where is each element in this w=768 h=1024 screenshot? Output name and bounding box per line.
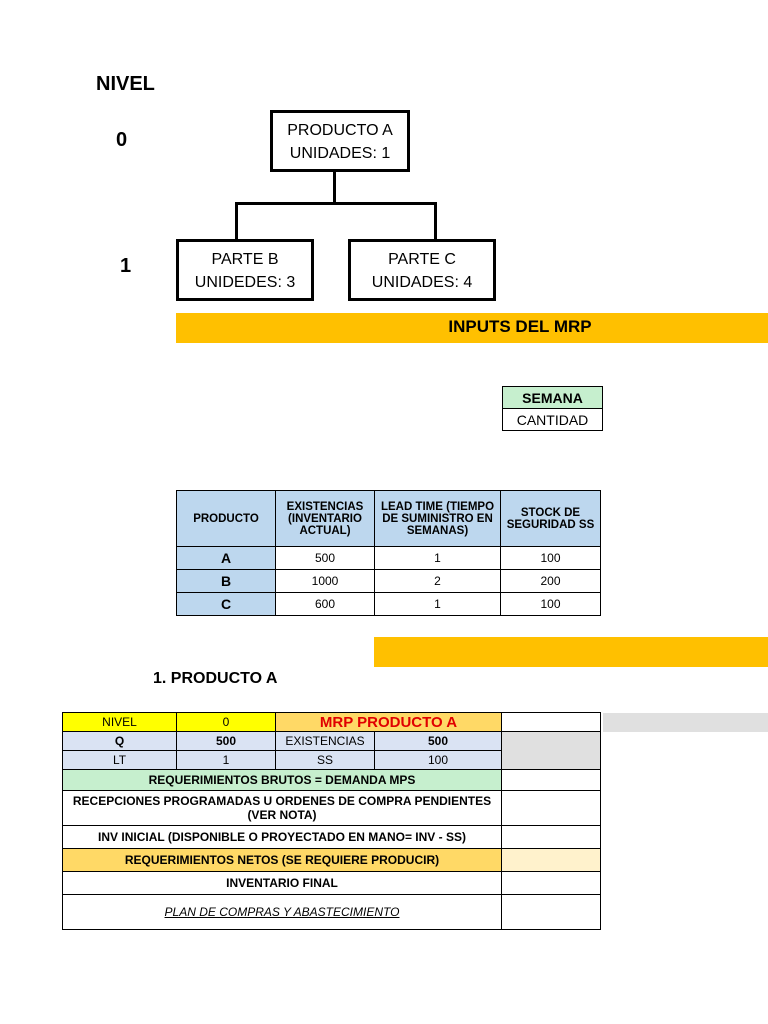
- lead-time-cell: 2: [374, 569, 501, 593]
- tree-node-producto-a: PRODUCTO A UNIDADES: 1: [270, 110, 410, 172]
- tree-node-parte-b: PARTE B UNIDEDES: 3: [176, 239, 314, 301]
- level-0-label: 0: [116, 129, 128, 151]
- nivel-label: NIVEL: [62, 712, 177, 732]
- level-1-label: 1: [120, 255, 132, 277]
- tree-connector: [235, 202, 238, 240]
- table-row: B 1000 2 200: [176, 569, 601, 593]
- row-label: INV INICIAL (DISPONIBLE O PROYECTADO EN …: [62, 825, 502, 849]
- value-cell: [501, 871, 601, 895]
- value-cell: [501, 769, 601, 791]
- node-line: UNIDADES: 4: [371, 274, 473, 291]
- mrp-title: MRP PRODUCTO A: [275, 712, 502, 732]
- ss-label: SS: [275, 750, 375, 770]
- column-header: STOCK DE SEGURIDAD SS: [500, 490, 601, 547]
- inputs-title: INPUTS DEL MRP: [448, 317, 592, 336]
- inventory-table: PRODUCTO EXISTENCIAS (INVENTARIO ACTUAL)…: [176, 490, 601, 616]
- safety-stock-cell: 100: [500, 592, 601, 616]
- tree-connector: [333, 172, 336, 204]
- row-label: REQUERIMIENTOS BRUTOS = DEMANDA MPS: [62, 769, 502, 791]
- row-label: INVENTARIO FINAL: [62, 871, 502, 895]
- row-label: REQUERIMIENTOS NETOS (SE REQUIERE PRODUC…: [62, 848, 502, 872]
- nivel-heading: NIVEL: [96, 73, 155, 95]
- tree-connector: [235, 202, 437, 205]
- node-line: PARTE B: [211, 251, 279, 268]
- column-header: EXISTENCIAS (INVENTARIO ACTUAL): [275, 490, 375, 547]
- stock-cell: 600: [275, 592, 375, 616]
- tree-node-parte-c: PARTE C UNIDADES: 4: [348, 239, 496, 301]
- inputs-band: [176, 313, 768, 343]
- column-header: PRODUCTO: [176, 490, 276, 547]
- q-value: 500: [176, 731, 276, 751]
- mrp-row-scheduled-receipts: RECEPCIONES PROGRAMADAS U ORDENES DE COM…: [62, 790, 601, 826]
- product-cell: C: [176, 592, 276, 616]
- quantity-label: CANTIDAD: [502, 408, 603, 431]
- existencias-value: 500: [374, 731, 502, 751]
- value-cell: [501, 848, 601, 872]
- week-cell: [501, 712, 601, 732]
- lt-label: LT: [62, 750, 177, 770]
- safety-stock-cell: 100: [500, 546, 601, 570]
- section-band: [374, 637, 768, 667]
- value-cell: [501, 790, 601, 826]
- node-line: PRODUCTO A: [287, 122, 393, 139]
- stock-cell: 1000: [275, 569, 375, 593]
- header-strip: [603, 713, 768, 732]
- lead-time-cell: 1: [374, 546, 501, 570]
- q-label: Q: [62, 731, 177, 751]
- value-cell: [501, 894, 601, 930]
- column-header: LEAD TIME (TIEMPO DE SUMINISTRO EN SEMAN…: [374, 490, 501, 547]
- tree-connector: [434, 202, 437, 240]
- node-line: UNIDEDES: 3: [194, 274, 296, 291]
- mrp-row-gross-requirements: REQUERIMIENTOS BRUTOS = DEMANDA MPS: [62, 769, 601, 791]
- row-label: PLAN DE COMPRAS Y ABASTECIMIENTO: [62, 894, 502, 930]
- week-header: SEMANA: [502, 386, 603, 409]
- mrp-row-final-inventory: INVENTARIO FINAL: [62, 871, 601, 895]
- week-table: SEMANA CANTIDAD: [502, 386, 603, 431]
- safety-stock-cell: 200: [500, 569, 601, 593]
- mrp-row-purchase-plan: PLAN DE COMPRAS Y ABASTECIMIENTO: [62, 894, 601, 930]
- nivel-value: 0: [176, 712, 276, 732]
- product-cell: B: [176, 569, 276, 593]
- node-line: UNIDADES: 1: [289, 145, 391, 162]
- section-title: 1. PRODUCTO A: [153, 670, 278, 687]
- lt-value: 1: [176, 750, 276, 770]
- lead-time-cell: 1: [374, 592, 501, 616]
- quantity-cell: [501, 731, 601, 770]
- product-cell: A: [176, 546, 276, 570]
- ss-value: 100: [374, 750, 502, 770]
- value-cell: [501, 825, 601, 849]
- node-line: PARTE C: [388, 251, 456, 268]
- mrp-row-initial-inventory: INV INICIAL (DISPONIBLE O PROYECTADO EN …: [62, 825, 601, 849]
- mrp-row-net-requirements: REQUERIMIENTOS NETOS (SE REQUIERE PRODUC…: [62, 848, 601, 872]
- mrp-table: NIVEL 0 MRP PRODUCTO A Q 500 EXISTENCIAS…: [62, 712, 601, 930]
- table-row: A 500 1 100: [176, 546, 601, 570]
- stock-cell: 500: [275, 546, 375, 570]
- existencias-label: EXISTENCIAS: [275, 731, 375, 751]
- table-row: C 600 1 100: [176, 592, 601, 616]
- row-label: RECEPCIONES PROGRAMADAS U ORDENES DE COM…: [62, 790, 502, 826]
